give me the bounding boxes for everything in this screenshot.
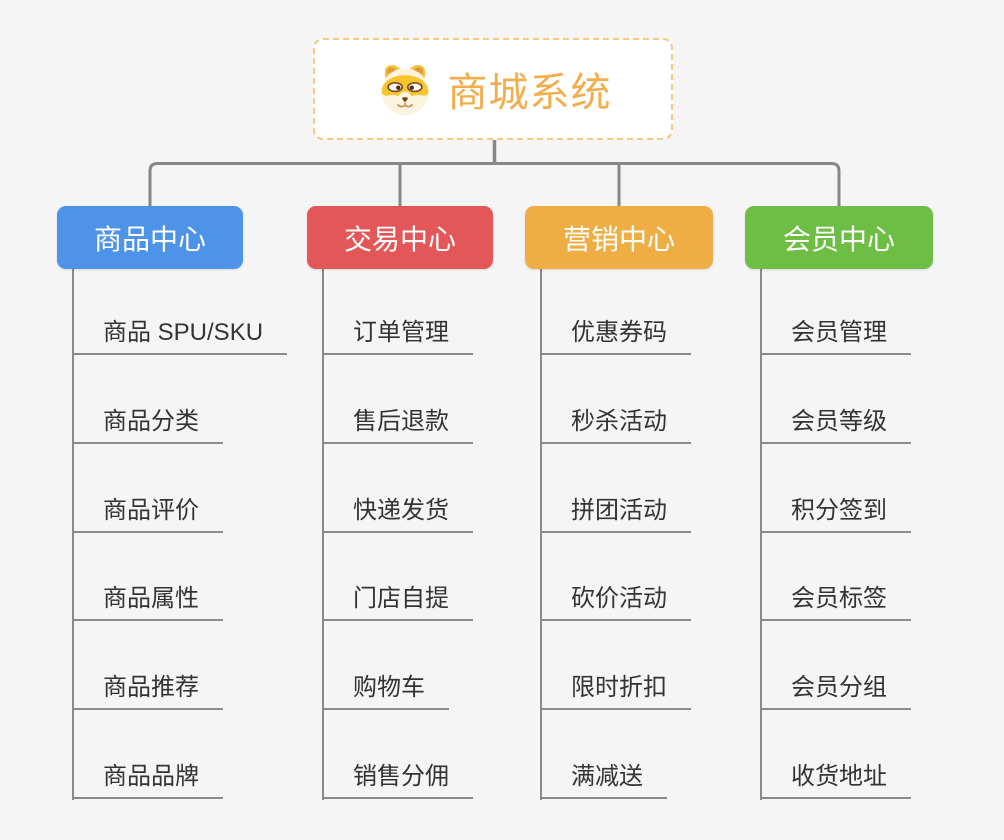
leaf-node[interactable]: 商品推荐 — [72, 673, 223, 710]
leaf-node[interactable]: 秒杀活动 — [540, 407, 691, 444]
leaf-node[interactable]: 会员分组 — [760, 673, 911, 710]
branch-title: 营销中心 — [562, 223, 675, 255]
leaf-node[interactable]: 快递发货 — [322, 496, 473, 533]
leaf-node[interactable]: 满减送 — [540, 762, 667, 799]
leaf-node[interactable]: 订单管理 — [322, 318, 473, 355]
leaf-node[interactable]: 会员等级 — [760, 407, 911, 444]
leaf-node[interactable]: 售后退款 — [322, 407, 473, 444]
leaf-node[interactable]: 商品评价 — [72, 496, 223, 533]
branch-node-member-center[interactable]: 会员中心 — [745, 206, 933, 269]
branch-title: 交易中心 — [343, 223, 456, 255]
leaf-node[interactable]: 商品分类 — [72, 407, 223, 444]
leaf-node[interactable]: 限时折扣 — [540, 673, 691, 710]
leaf-node[interactable]: 砍价活动 — [540, 584, 691, 621]
leaf-node[interactable]: 门店自提 — [322, 584, 473, 621]
leaf-node[interactable]: 商品品牌 — [72, 762, 223, 799]
leaf-node[interactable]: 会员管理 — [760, 318, 911, 355]
leaf-node[interactable]: 优惠券码 — [540, 318, 691, 355]
leaf-node[interactable]: 购物车 — [322, 673, 449, 710]
leaf-node[interactable]: 商品 SPU/SKU — [72, 318, 288, 355]
leaf-node[interactable]: 销售分佣 — [322, 762, 473, 799]
root-title: 商城系统 — [447, 71, 612, 115]
leaf-node[interactable]: 积分签到 — [760, 496, 911, 533]
root-node[interactable]: 商城系统 — [313, 38, 673, 140]
branch-node-marketing-center[interactable]: 营销中心 — [525, 206, 713, 269]
dog-face-icon — [381, 65, 428, 116]
branch-node-trade-center[interactable]: 交易中心 — [307, 206, 493, 269]
branch-title: 商品中心 — [93, 223, 206, 255]
branch-node-product-center[interactable]: 商品中心 — [57, 206, 243, 269]
leaf-node[interactable]: 商品属性 — [72, 584, 223, 621]
leaf-node[interactable]: 会员标签 — [760, 584, 911, 621]
branch-title: 会员中心 — [782, 223, 895, 255]
leaf-node[interactable]: 收货地址 — [760, 762, 911, 799]
leaf-node[interactable]: 拼团活动 — [540, 496, 691, 533]
